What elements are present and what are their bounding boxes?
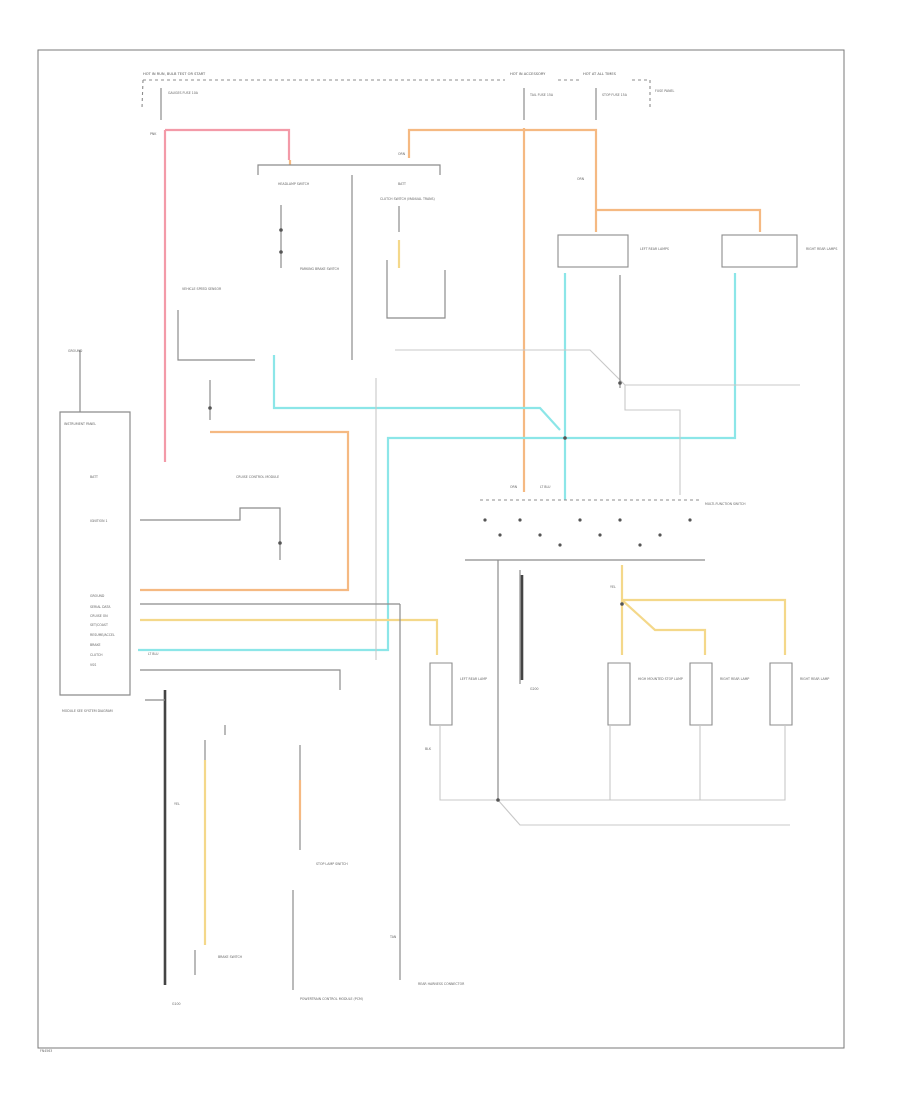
wire-label-ltblu-mf: LT BLU [540, 485, 551, 489]
lamp-center-left-label: HIGH MOUNTED STOP LAMP [638, 677, 683, 681]
pin-label-resume: RESUME/ACCEL [90, 633, 115, 637]
orange-wire [288, 128, 762, 232]
lamp-right-label: RIGHT REAR LAMP [800, 677, 829, 681]
ground-g100-label: G100 [172, 1002, 181, 1006]
ground-return-dot [496, 798, 500, 802]
pin-label-set: SET/COAST [90, 623, 108, 627]
fuse-gauges: GAUGES FUSE 10A [160, 88, 199, 120]
multifunction-contacts [483, 518, 692, 547]
lamp-box-center-left: HIGH MOUNTED STOP LAMP [607, 662, 683, 726]
wire-label-yel-brake: YEL [174, 802, 180, 806]
pink-wire [163, 128, 291, 462]
ground-g200-label: G200 [530, 687, 539, 691]
module-side-note: MODULE SEE SYSTEM DIAGRAM [62, 709, 113, 713]
lamp-center-right-label: RIGHT REAR LAMP [720, 677, 749, 681]
headlamp-switch-label: HEADLAMP SWITCH [278, 182, 310, 186]
rear-harness-connector-label: REAR HARNESS CONNECTOR [418, 982, 465, 986]
ground-return-loop [439, 725, 790, 826]
fuse-panel-label: FUSE PANEL [655, 89, 675, 93]
instrument-panel-label: INSTRUMENT PANEL [64, 422, 96, 426]
header-right-text-2: HOT AT ALL TIMES [583, 72, 617, 76]
header-bus-line [141, 79, 651, 109]
wire-label-blk: BLK [425, 747, 432, 751]
clutch-switch-label: CLUTCH SWITCH (MANUAL TRANS) [380, 197, 435, 201]
gray-wire-mesh [375, 349, 800, 660]
brake-lead-top [204, 725, 226, 760]
pin-label-batt: BATT [90, 475, 98, 479]
footer-code: FN4563 [40, 1049, 52, 1053]
wire-label-orn-mf: ORN [510, 485, 518, 489]
pin-label-vss: VSS [90, 663, 96, 667]
lamp-box-right: RIGHT REAR LAMP [769, 662, 829, 726]
stop-switch-label: STOP LAMP SWITCH [316, 862, 348, 866]
park-brake-box [177, 310, 255, 420]
headlamp-contact-dot [279, 228, 283, 232]
fuse-stop: STOP FUSE 15A [595, 88, 628, 120]
cyan-wire [138, 273, 737, 652]
left-rear-lamps-label: LEFT REAR LAMPS [640, 247, 669, 251]
instrument-panel-box [59, 411, 131, 696]
pin-label-brake: BRAKE [90, 643, 101, 647]
ignition-line [140, 507, 281, 560]
pink-wire-label: PNK [150, 132, 157, 136]
wire-label-yel-mf: YEL [610, 585, 616, 589]
pin-label-cruise-on: CRUISE ON [90, 614, 108, 618]
park-brake-dot [208, 406, 212, 410]
right-rear-lamps-label: RIGHT REAR LAMPS [806, 247, 837, 251]
ground-label: GROUND [68, 349, 83, 353]
yellow-splice-dot [620, 602, 624, 606]
dimmer-box [386, 206, 446, 319]
splice-dot-1 [618, 381, 622, 385]
fuse-tail-label: TAIL FUSE 15A [529, 93, 554, 97]
pcm-label: POWERTRAIN CONTROL MODULE (PCM) [300, 997, 363, 1001]
lamp-left-label: LEFT REAR LAMP [460, 677, 487, 681]
fuse-gauges-label: GAUGES FUSE 10A [168, 91, 199, 95]
cruise-module-label: CRUISE CONTROL MODULE [236, 475, 279, 479]
headlamp-switch-top [257, 164, 441, 175]
orange-wire-label-2: ORN [577, 177, 585, 181]
tan-wire-label: TAN [389, 935, 397, 939]
header-left-text: HOT IN RUN, BULB TEST OR START [143, 72, 206, 76]
diagram-frame [37, 49, 845, 1049]
brake-switch-label: BRAKE SWITCH [218, 955, 243, 959]
headlamp-switch-label-2: BATT [398, 182, 406, 186]
left-rear-lamp-box-top [557, 234, 629, 268]
orange-to-ip [140, 430, 350, 592]
rear-harness-line [140, 604, 401, 980]
multifunction-leads [140, 560, 521, 800]
right-rear-lamp-box-top [721, 234, 798, 268]
lamp-box-center-right: RIGHT REAR LAMP [689, 662, 749, 726]
orange-wire-label-1: ORN [398, 152, 406, 156]
speed-sensor-label: VEHICLE SPEED SENSOR [182, 287, 222, 291]
yellow-left-lamp [140, 618, 439, 655]
parking-brake-switch-label: PARKING BRAKE SWITCH [300, 267, 340, 271]
header-right-text-1: HOT IN ACCESSORY [510, 72, 546, 76]
yellow-rear-lamps [620, 565, 787, 655]
pin-label-serial: SERIAL DATA [90, 605, 111, 609]
multifunction-switch-label: MULTI-FUNCTION SWITCH [705, 502, 746, 506]
headlamp-contact-dot-2 [279, 250, 283, 254]
fuse-tail: TAIL FUSE 15A [523, 88, 554, 120]
pin-label-ground: GROUND [90, 594, 105, 598]
ignition-dot [278, 541, 282, 545]
splice-dot-2 [563, 436, 567, 440]
pin-label-clutch: CLUTCH [90, 653, 103, 657]
lamp-box-left: LEFT REAR LAMP [429, 662, 487, 726]
pin-label-ign: IGNITION 1 [90, 519, 108, 523]
fuse-stop-label: STOP FUSE 15A [602, 93, 628, 97]
cyan-wire-label: LT BLU [148, 652, 159, 656]
